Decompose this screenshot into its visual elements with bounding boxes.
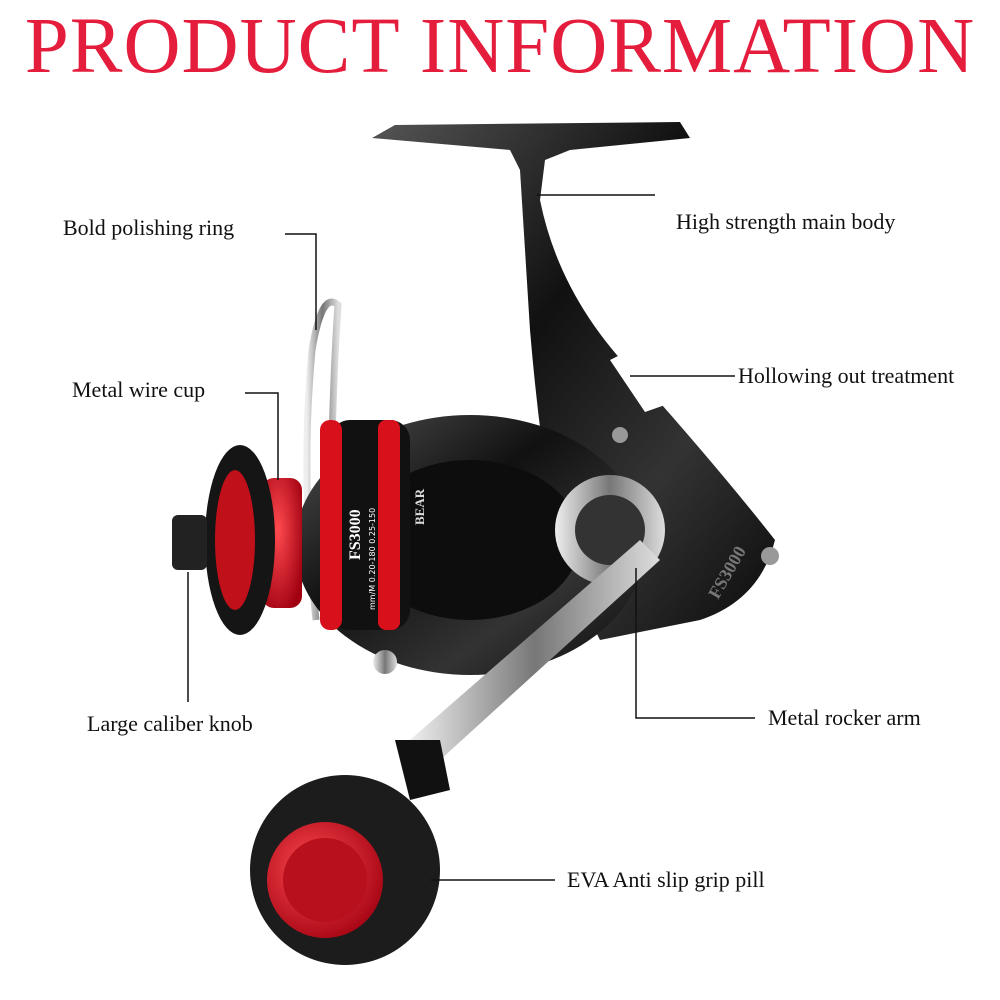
drag-knob: [172, 515, 207, 570]
label-knob: Large caliber knob: [87, 711, 253, 736]
reel-foot: [372, 122, 775, 640]
label-polishing-ring: Bold polishing ring: [63, 215, 235, 240]
label-rocker-arm: Metal rocker arm: [768, 705, 921, 730]
page-title: PRODUCT INFORMATION: [24, 3, 976, 90]
spool: FS3000 mm/M 0.20-180 0.25-150: [320, 420, 410, 630]
spool-model-text: FS3000: [347, 509, 364, 560]
label-wire-cup: Metal wire cup: [72, 377, 206, 402]
spool-spec-text: mm/M 0.20-180 0.25-150: [368, 508, 377, 610]
label-hollowing: Hollowing out treatment: [738, 363, 955, 388]
label-grip: EVA Anti slip grip pill: [567, 867, 765, 892]
brand-text: BEAR: [412, 488, 427, 525]
leader-lines: [187, 194, 755, 881]
rocker-arm: [410, 540, 660, 760]
label-main-body: High strength main body: [676, 209, 896, 234]
